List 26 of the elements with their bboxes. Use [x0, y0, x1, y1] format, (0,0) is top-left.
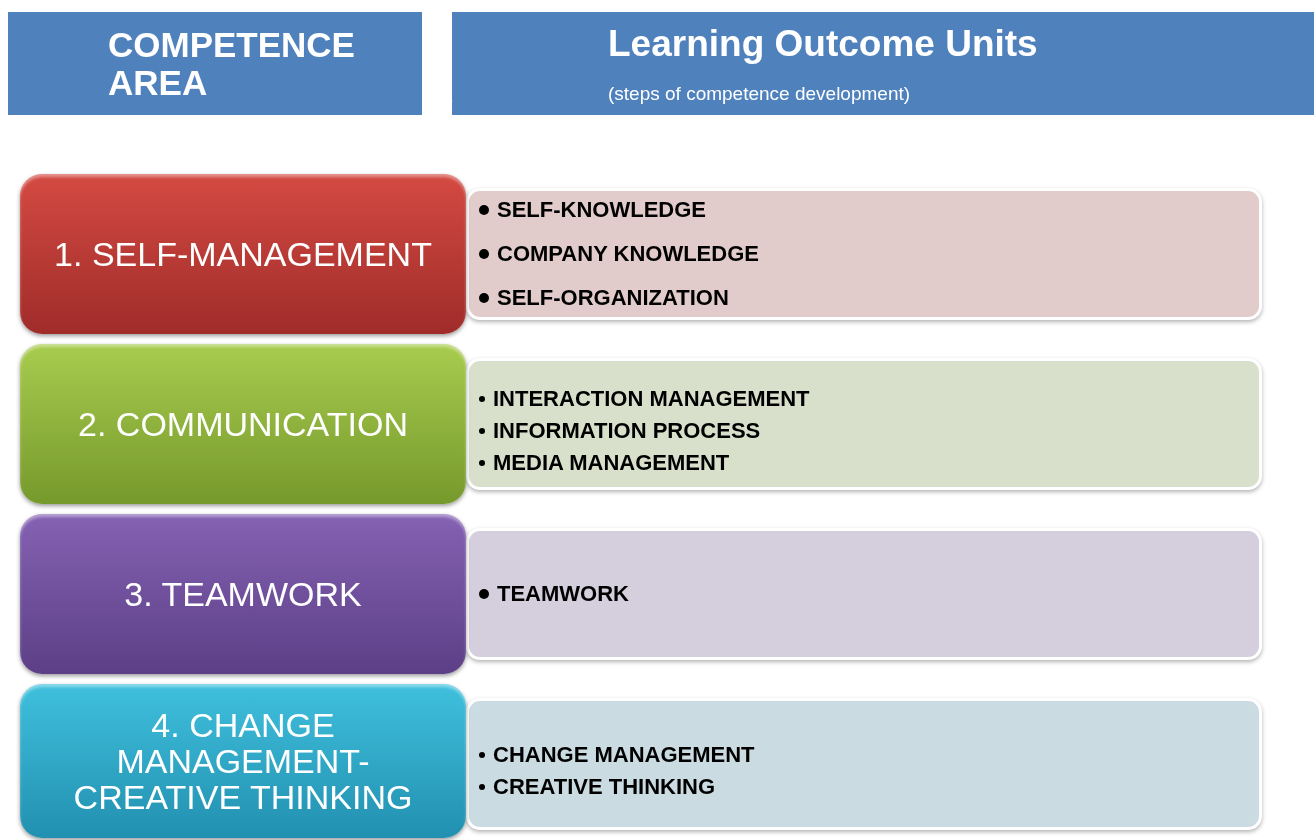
competence-label: 4. CHANGE MANAGEMENT-CREATIVE THINKING	[72, 707, 414, 815]
competence-box	[20, 514, 466, 674]
header-subtitle: (steps of competence development)	[608, 82, 911, 106]
competence-label: 3. TEAMWORK	[124, 576, 362, 612]
header-box	[8, 12, 422, 115]
competence-label: 2. COMMUNICATION	[78, 406, 408, 442]
outcome-card	[466, 188, 1262, 320]
outcome-item: COMPANY KNOWLEDGE	[497, 241, 759, 267]
outcome-item: CHANGE MANAGEMENT	[493, 742, 755, 768]
competence-label: 1. SELF-MANAGEMENT	[54, 236, 432, 272]
header-title: COMPETENCE AREA	[108, 25, 356, 102]
outcome-card	[466, 358, 1262, 490]
competence-box	[20, 174, 466, 334]
competence-box	[20, 344, 466, 504]
outcome-card	[466, 698, 1262, 830]
competence-box	[20, 684, 466, 838]
outcome-card	[466, 528, 1262, 660]
header-title: Learning Outcome Units	[608, 22, 1038, 66]
outcome-item: INTERACTION MANAGEMENT	[493, 386, 810, 412]
outcome-item: MEDIA MANAGEMENT	[493, 450, 730, 476]
header-box	[452, 12, 1314, 115]
outcome-item: SELF-KNOWLEDGE	[497, 197, 706, 223]
outcome-item: INFORMATION PROCESS	[493, 418, 761, 444]
outcome-item: CREATIVE THINKING	[493, 774, 716, 800]
outcome-item: SELF-ORGANIZATION	[497, 285, 729, 311]
outcome-item: TEAMWORK	[497, 581, 629, 607]
